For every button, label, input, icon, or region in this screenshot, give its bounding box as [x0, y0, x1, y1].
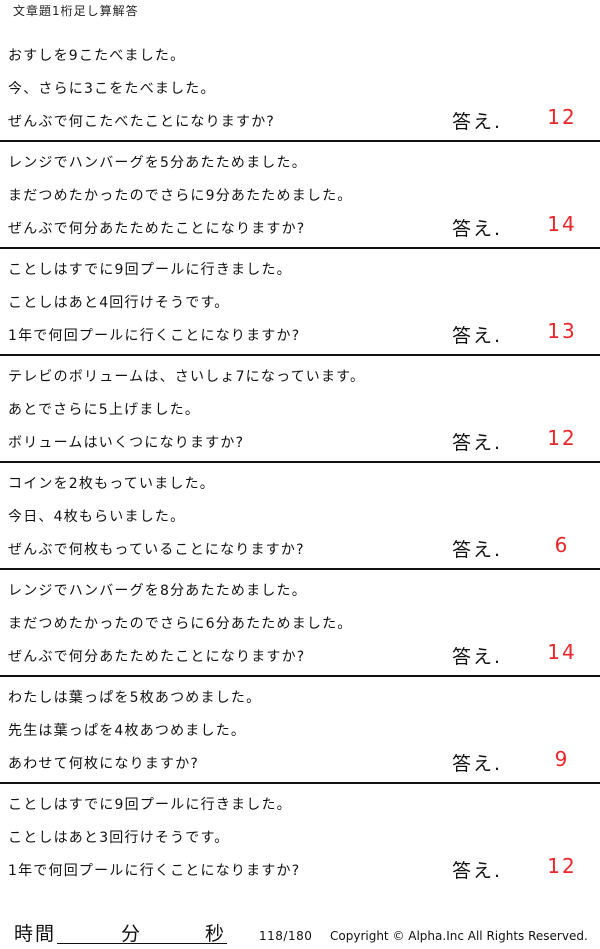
problem-question: ぜんぶで何枚もっていることになりますか?: [8, 542, 305, 558]
page-title: 文章題1桁足し算解答: [13, 4, 139, 18]
problem-text-line: ことしはあと4回行けそうです。: [8, 295, 230, 311]
problem-text-line: レンジでハンバーグを8分あたためました。: [8, 583, 307, 599]
footer: 時間 分 秒 118/180 Copyright © Alpha.Inc All…: [0, 915, 600, 949]
problem-text-line: ことしはすでに9回プールに行きました。: [8, 262, 292, 278]
copyright-notice: Copyright © Alpha.Inc All Rights Reserve…: [330, 929, 588, 943]
problem-question: 1年で何回プールに行くことになりますか?: [8, 328, 301, 344]
divider: [0, 140, 600, 142]
divider: [0, 354, 600, 356]
problem-text-line: レンジでハンバーグを5分あたためました。: [8, 155, 307, 171]
problem-text-line: 今日、4枚もらいました。: [8, 509, 186, 525]
answer-label: 答え.: [452, 111, 503, 133]
problem-1: おすしを9こたべました。 今、さらに3こをたべました。 ぜんぶで何こたべたことに…: [0, 35, 600, 142]
answer-value: 6: [554, 533, 570, 557]
seconds-label: 秒: [205, 923, 225, 945]
answer-label: 答え.: [452, 218, 503, 240]
answer-label: 答え.: [452, 753, 503, 775]
problem-4: テレビのボリュームは、さいしょ7になっています。 あとでさらに5上げました。 ボ…: [0, 356, 600, 463]
problem-text-line: おすしを9こたべました。: [8, 48, 186, 64]
divider: [0, 568, 600, 570]
time-entry-line: [57, 943, 227, 944]
problem-question: 1年で何回プールに行くことになりますか?: [8, 863, 301, 879]
page-counter: 118/180: [259, 929, 313, 943]
problem-text-line: あとでさらに5上げました。: [8, 402, 201, 418]
divider: [0, 461, 600, 463]
problem-question: ボリュームはいくつになりますか?: [8, 435, 245, 451]
answer-value: 12: [547, 105, 577, 129]
problem-text-line: まだつめたかったのでさらに9分あたためました。: [8, 188, 353, 204]
answer-label: 答え.: [452, 325, 503, 347]
problem-text-line: 先生は葉っぱを4枚あつめました。: [8, 723, 247, 739]
problem-text-line: 今、さらに3こをたべました。: [8, 81, 216, 97]
divider: [0, 247, 600, 249]
problem-3: ことしはすでに9回プールに行きました。 ことしはあと4回行けそうです。 1年で何…: [0, 249, 600, 356]
answer-value: 14: [547, 640, 577, 664]
answer-value: 14: [547, 212, 577, 236]
minutes-label: 分: [121, 923, 141, 945]
problem-text-line: コインを2枚もっていました。: [8, 476, 216, 492]
problem-text-line: わたしは葉っぱを5枚あつめました。: [8, 690, 262, 706]
problem-text-line: テレビのボリュームは、さいしょ7になっています。: [8, 369, 366, 385]
answer-value: 12: [547, 426, 577, 450]
problem-6: レンジでハンバーグを8分あたためました。 まだつめたかったのでさらに6分あたため…: [0, 570, 600, 677]
divider: [0, 675, 600, 677]
answer-label: 答え.: [452, 860, 503, 882]
problem-text-line: まだつめたかったのでさらに6分あたためました。: [8, 616, 353, 632]
answer-label: 答え.: [452, 432, 503, 454]
problem-2: レンジでハンバーグを5分あたためました。 まだつめたかったのでさらに9分あたため…: [0, 142, 600, 249]
answer-value: 12: [547, 854, 577, 878]
problem-text-line: ことしはすでに9回プールに行きました。: [8, 797, 292, 813]
answer-value: 13: [547, 319, 577, 343]
problem-question: ぜんぶで何こたべたことになりますか?: [8, 114, 276, 130]
problem-question: ぜんぶで何分あたためたことになりますか?: [8, 221, 306, 237]
problem-question: ぜんぶで何分あたためたことになりますか?: [8, 649, 306, 665]
problem-8: ことしはすでに9回プールに行きました。 ことしはあと3回行けそうです。 1年で何…: [0, 784, 600, 891]
problem-question: あわせて何枚になりますか?: [8, 756, 200, 772]
answer-label: 答え.: [452, 539, 503, 561]
problem-7: わたしは葉っぱを5枚あつめました。 先生は葉っぱを4枚あつめました。 あわせて何…: [0, 677, 600, 784]
problem-text-line: ことしはあと3回行けそうです。: [8, 830, 230, 846]
time-label: 時間: [14, 923, 57, 945]
divider: [0, 782, 600, 784]
problem-5: コインを2枚もっていました。 今日、4枚もらいました。 ぜんぶで何枚もっているこ…: [0, 463, 600, 570]
answer-label: 答え.: [452, 646, 503, 668]
answer-value: 9: [554, 747, 570, 771]
